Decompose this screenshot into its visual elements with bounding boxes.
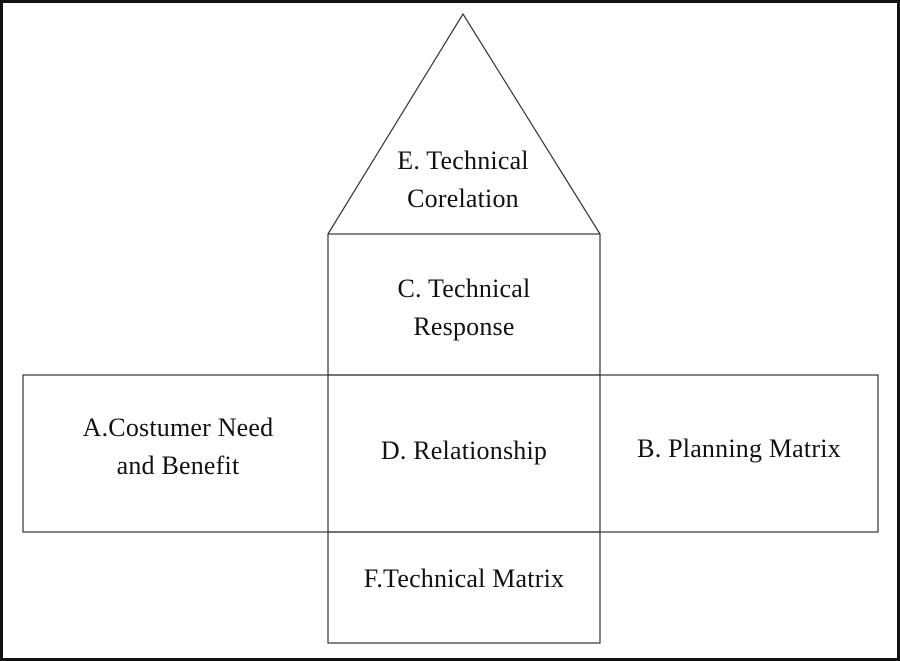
customer-need-line-2: and Benefit bbox=[116, 451, 240, 480]
relationship-label: D. Relationship bbox=[328, 430, 600, 472]
technical-response-line-1: C. Technical bbox=[397, 274, 531, 303]
technical-matrix-label: F.Technical Matrix bbox=[328, 558, 600, 600]
technical-response-label: C. Technical Response bbox=[328, 268, 600, 348]
customer-need-line-1: A.Costumer Need bbox=[82, 413, 274, 442]
technical-response-line-2: Response bbox=[413, 312, 515, 341]
planning-matrix-label: B. Planning Matrix bbox=[600, 428, 878, 470]
technical-matrix-box bbox=[327, 531, 601, 644]
planning-matrix-line-1: B. Planning Matrix bbox=[637, 434, 841, 463]
relationship-line-1: D. Relationship bbox=[380, 436, 548, 465]
roof-triangle bbox=[327, 12, 601, 235]
technical-correlation-line-2: Corelation bbox=[407, 184, 519, 213]
customer-need-label: A.Costumer Need and Benefit bbox=[30, 407, 326, 487]
technical-matrix-line-1: F.Technical Matrix bbox=[363, 564, 565, 593]
technical-correlation-label: E. Technical Corelation bbox=[360, 140, 566, 220]
technical-correlation-line-1: E. Technical bbox=[397, 146, 529, 175]
